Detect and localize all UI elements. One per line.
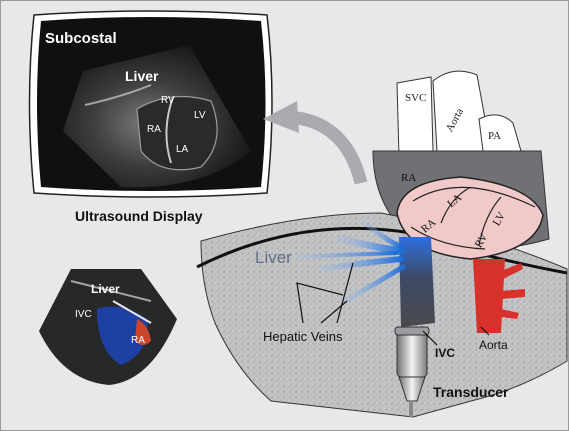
scan-la-label: LA	[176, 144, 189, 155]
scan-liver-label: Liver	[125, 68, 159, 84]
pa-label: PA	[488, 130, 501, 142]
liver-anatomy-label: Liver	[255, 248, 292, 267]
transducer-label: Transducer	[433, 384, 509, 400]
svc-label: SVC	[405, 92, 426, 104]
view-label: Subcostal	[45, 30, 117, 47]
doppler-liver-label: Liver	[91, 282, 120, 296]
ultrasound-display: Subcostal Liver RV LV RA LA Ultrasound D…	[30, 11, 273, 224]
scan-lv-label: LV	[194, 110, 206, 121]
doppler-scan: Liver IVC RA	[39, 269, 177, 385]
display-caption: Ultrasound Display	[75, 208, 203, 224]
hepatic-veins-label: Hepatic Veins	[263, 329, 343, 344]
scan-ra-label: RA	[147, 124, 161, 135]
svc-outline	[397, 77, 433, 157]
doppler-ra-label: RA	[131, 335, 145, 346]
ivc-label: IVC	[435, 346, 455, 360]
scan-rv-label: RV	[161, 95, 175, 106]
curved-arrow	[263, 101, 361, 183]
doppler-ivc-label: IVC	[75, 309, 92, 320]
upper-ra-label: RA	[401, 172, 416, 184]
aorta-label: Aorta	[479, 338, 508, 352]
